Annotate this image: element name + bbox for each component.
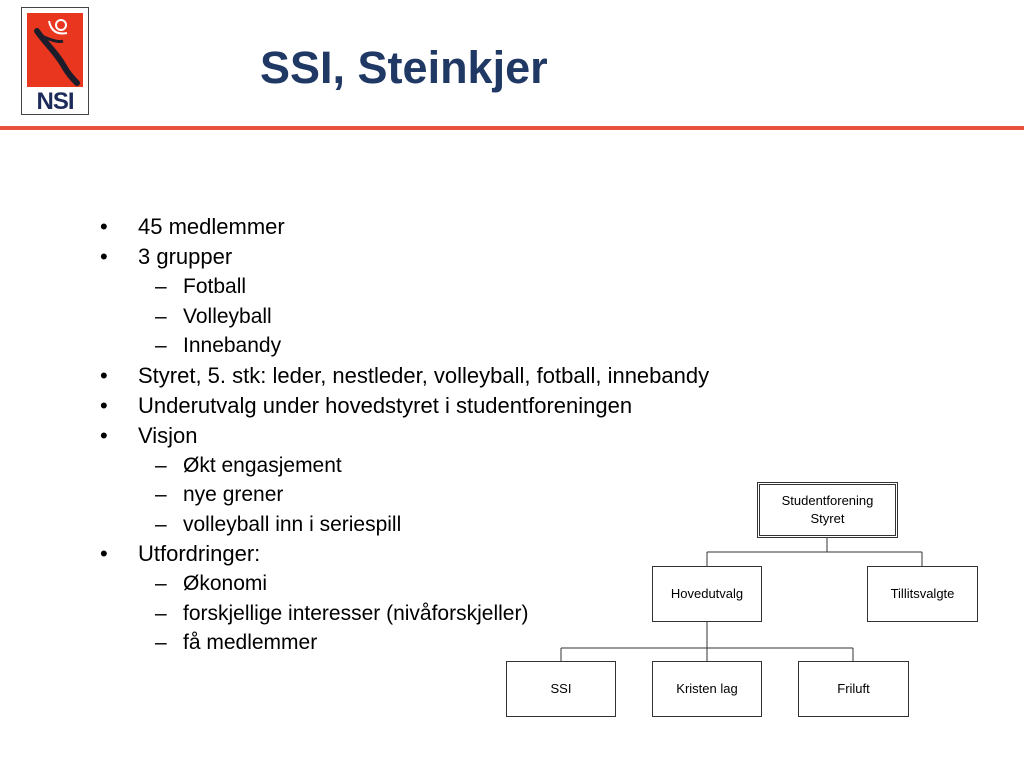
- dash-marker: –: [155, 572, 167, 595]
- logo-emblem: [27, 13, 83, 87]
- bullet-marker: •: [100, 244, 108, 269]
- sub-bullet-text: nye grener: [183, 483, 284, 506]
- bullet-item: •Utfordringer:–Økonomi–forskjellige inte…: [100, 539, 860, 658]
- dash-marker: –: [155, 453, 167, 477]
- dash-marker: –: [155, 601, 167, 625]
- bullet-marker: •: [100, 392, 108, 418]
- org-box-hovedutvalg: Hovedutvalg: [652, 566, 762, 622]
- org-box-studentforening-styret: Studentforening Styret: [757, 482, 898, 538]
- bullet-text: 45 medlemmer: [138, 214, 285, 239]
- sub-bullet-item: –volleyball inn i seriespill: [138, 510, 860, 540]
- page-title: SSI, Steinkjer: [260, 42, 548, 93]
- gymnast-icon: [34, 19, 80, 86]
- sub-bullet-text: forskjellige interesser (nivåforskjeller…: [183, 601, 529, 625]
- bullet-marker: •: [100, 541, 108, 566]
- org-box-kristen-lag: Kristen lag: [652, 661, 762, 717]
- sub-bullet-item: –forskjellige interesser (nivåforskjelle…: [138, 599, 860, 629]
- bullet-text: Utfordringer:: [138, 541, 261, 566]
- bullet-item: • 45 medlemmer: [100, 212, 860, 242]
- sub-bullet-text: Innebandy: [183, 334, 282, 357]
- dash-marker: –: [155, 483, 167, 506]
- nsi-logo: NSI: [21, 7, 89, 115]
- dash-marker: –: [155, 304, 167, 328]
- bullet-text: Styret, 5. stk: leder, nestleder, volley…: [138, 362, 710, 388]
- dash-marker: –: [155, 334, 167, 357]
- bullet-text: Underutvalg under hovedstyret i studentf…: [138, 392, 633, 418]
- sub-bullet-list: –Økt engasjement–nye grener–volleyball i…: [138, 451, 860, 540]
- dash-marker: –: [155, 512, 167, 536]
- sub-bullet-text: Fotball: [183, 275, 247, 298]
- header-divider: [0, 126, 1024, 130]
- dash-marker: –: [155, 631, 167, 654]
- logo-text: NSI: [36, 88, 74, 115]
- bullet-item: •Visjon–Økt engasjement–nye grener–volle…: [100, 421, 860, 540]
- org-box-friluft: Friluft: [798, 661, 909, 717]
- sub-bullet-text: volleyball inn i seriespill: [183, 512, 402, 536]
- bullet-item: • Styret, 5. stk: leder, nestleder, volle…: [100, 361, 860, 391]
- sub-bullet-text: få medlemmer: [183, 631, 318, 654]
- sub-bullet-text: Volleyball: [183, 304, 272, 328]
- dash-marker: –: [155, 275, 167, 298]
- bullet-marker: •: [100, 362, 108, 388]
- sub-bullet-item: –Innebandy: [138, 331, 860, 361]
- sub-bullet-list: –Økonomi–forskjellige interesser (nivåfo…: [138, 569, 860, 658]
- sub-bullet-item: –Volleyball: [138, 302, 860, 332]
- bullet-list: •45 medlemmer•3 grupper–Fotball–Volleyba…: [100, 212, 860, 658]
- sub-bullet-list: –Fotball–Volleyball–Innebandy: [138, 272, 860, 361]
- bullet-text: Visjon: [138, 422, 198, 448]
- org-box-ssi: SSI: [506, 661, 616, 717]
- sub-bullet-item: –nye grener: [138, 480, 860, 510]
- sub-bullet-item: –Økonomi: [138, 569, 860, 599]
- bullet-marker: •: [100, 422, 108, 448]
- bullet-item: • Underutvalg under hovedstyret i student…: [100, 391, 860, 421]
- bullet-marker: •: [100, 214, 108, 239]
- org-root-line2: Styret: [810, 511, 845, 526]
- bullet-item: •3 grupper–Fotball–Volleyball–Innebandy: [100, 242, 860, 361]
- sub-bullet-item: –Fotball: [138, 272, 860, 302]
- sub-bullet-item: –få medlemmer: [138, 628, 860, 658]
- org-box-tillitsvalgte: Tillitsvalgte: [867, 566, 978, 622]
- bullet-text: 3 grupper: [138, 244, 233, 269]
- sub-bullet-text: Økonomi: [183, 572, 268, 595]
- sub-bullet-text: Økt engasjement: [183, 453, 342, 477]
- sub-bullet-item: –Økt engasjement: [138, 451, 860, 481]
- org-root-line1: Studentforening: [781, 493, 874, 508]
